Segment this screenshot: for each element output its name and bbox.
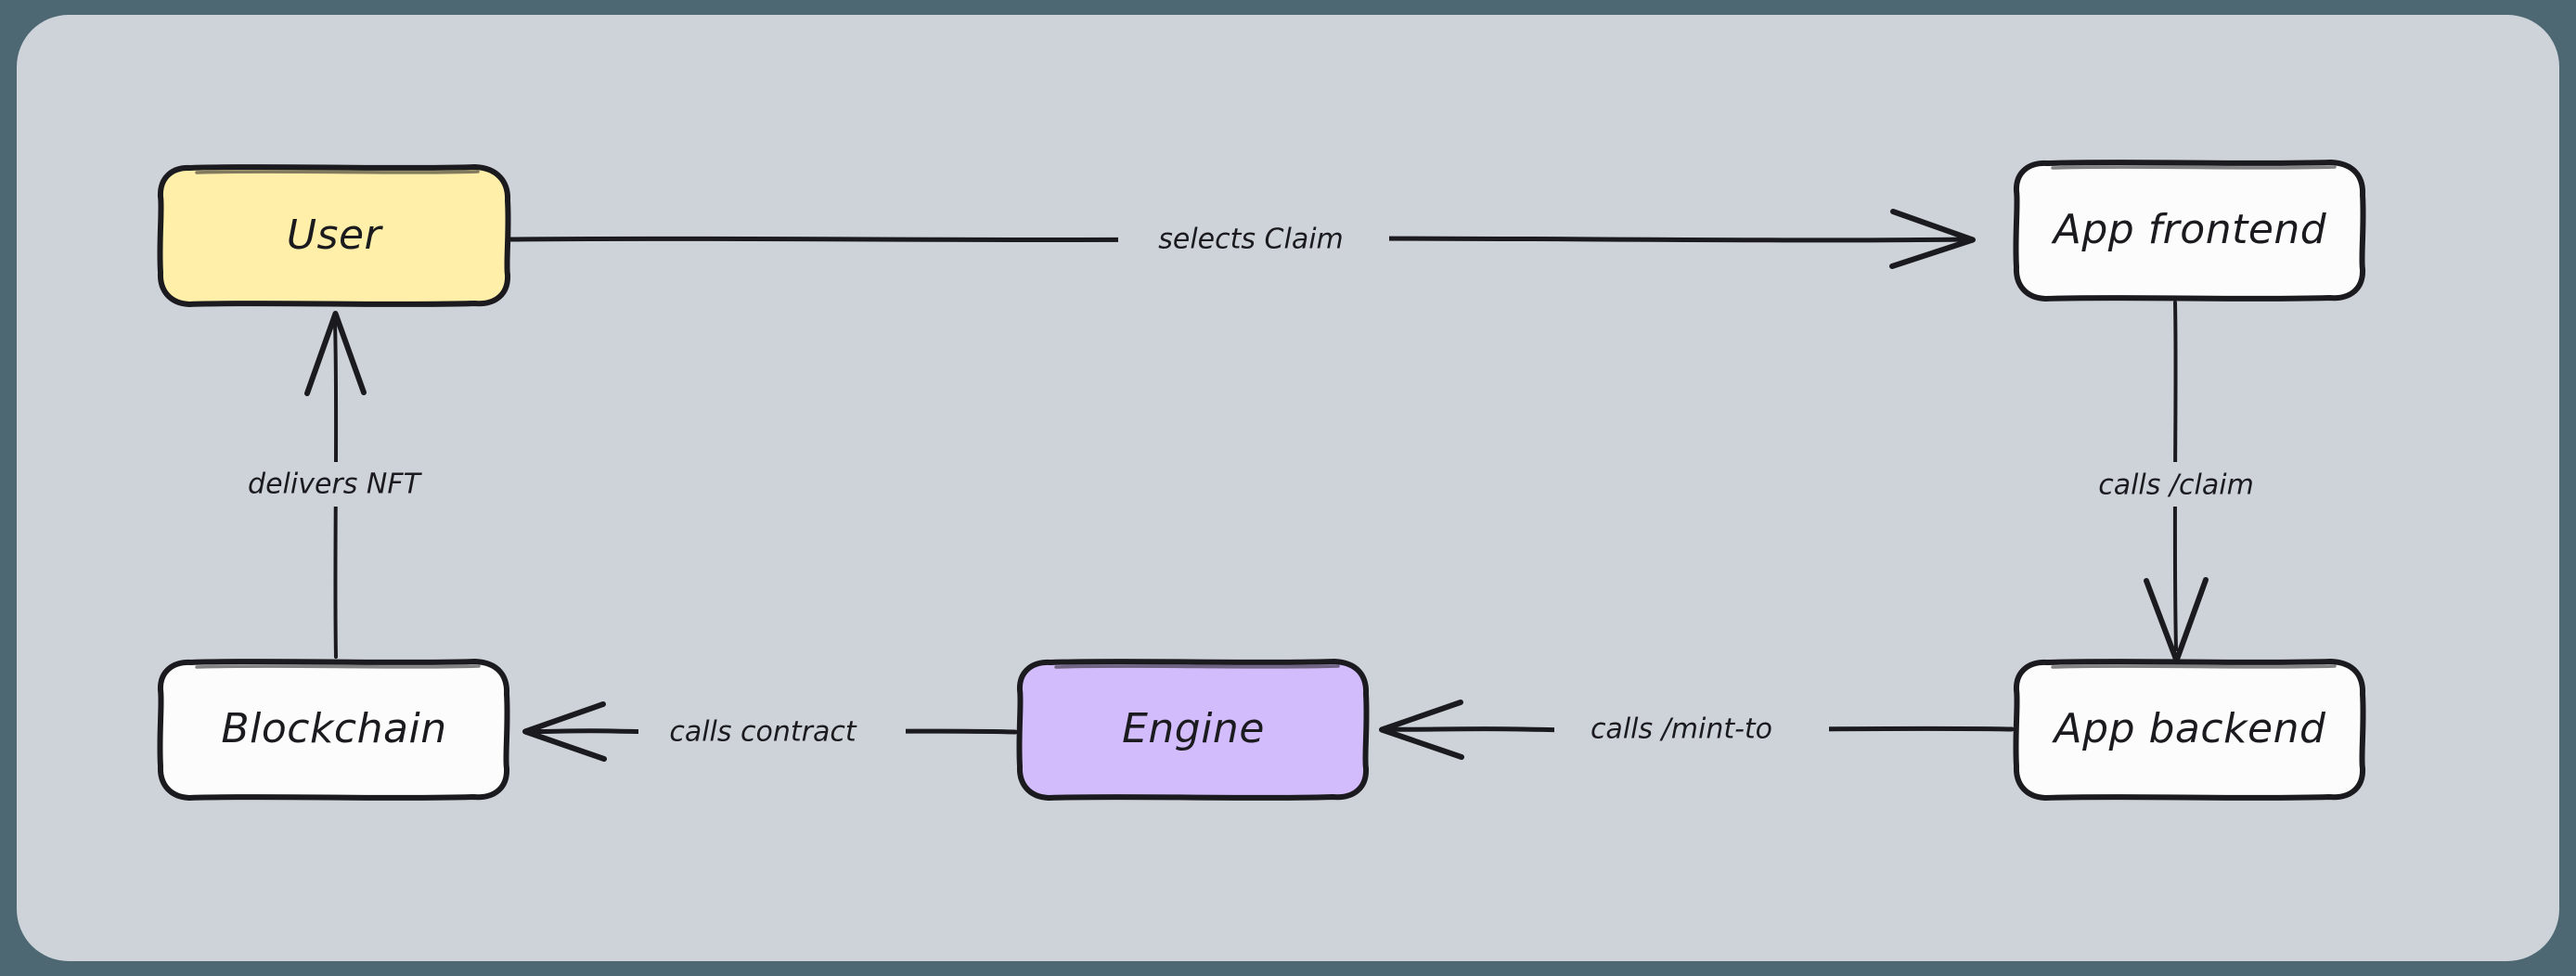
node-engine-shape [1016,659,1370,801]
node-app-backend-shape [2013,659,2366,801]
edge-frontend-to-backend: calls /claim [2055,301,2299,663]
edge-label-backing [1118,217,1389,262]
edge-label-backing [638,710,906,754]
arrowhead-left [522,701,607,762]
edge-label-calls-claim: calls /claim [2098,469,2254,502]
node-app-backend-sketch-stroke [2051,664,2337,669]
node-blockchain-shape [157,659,510,801]
node-app-backend[interactable]: App backend [2013,659,2366,801]
edge-label-backing [202,462,468,507]
edge-label-selects-claim: selects Claim [1158,224,1344,256]
edge-backend-to-engine: calls /mint-to [1379,700,2015,760]
edge-engine-to-blockchain: calls contract [522,701,1018,762]
edge-label-calls-contract: calls contract [669,716,857,749]
node-user[interactable]: User [157,164,511,307]
node-blockchain-label: Blockchain [221,705,446,752]
arrowhead-up [304,311,367,396]
arrowhead-left [1379,700,1464,760]
edge-line [2172,301,2178,651]
node-app-frontend-shape [2013,160,2366,302]
node-user-shape [157,164,511,307]
edge-blockchain-to-user: delivers NFT [202,311,468,659]
edge-label-backing [1554,707,1829,751]
node-engine[interactable]: Engine [1016,659,1370,801]
node-app-frontend[interactable]: App frontend [2013,160,2366,302]
node-app-backend-label: App backend [2052,705,2326,752]
node-app-frontend-label: App frontend [2051,206,2327,253]
edge-user-to-frontend: selects Claim [506,209,1976,269]
node-user-sketch-stroke [195,170,480,174]
edge-label-calls-mint-to: calls /mint-to [1591,713,1772,746]
node-app-frontend-sketch-stroke [2051,165,2337,170]
node-engine-label: Engine [1122,705,1265,752]
node-blockchain-sketch-stroke [195,664,481,669]
node-blockchain[interactable]: Blockchain [157,659,510,801]
arrowhead-right [1889,209,1976,269]
edge-label-backing [2055,462,2299,507]
node-engine-sketch-stroke [1054,664,1340,669]
node-user-label: User [287,212,384,259]
edge-label-delivers-nft: delivers NFT [248,469,423,501]
